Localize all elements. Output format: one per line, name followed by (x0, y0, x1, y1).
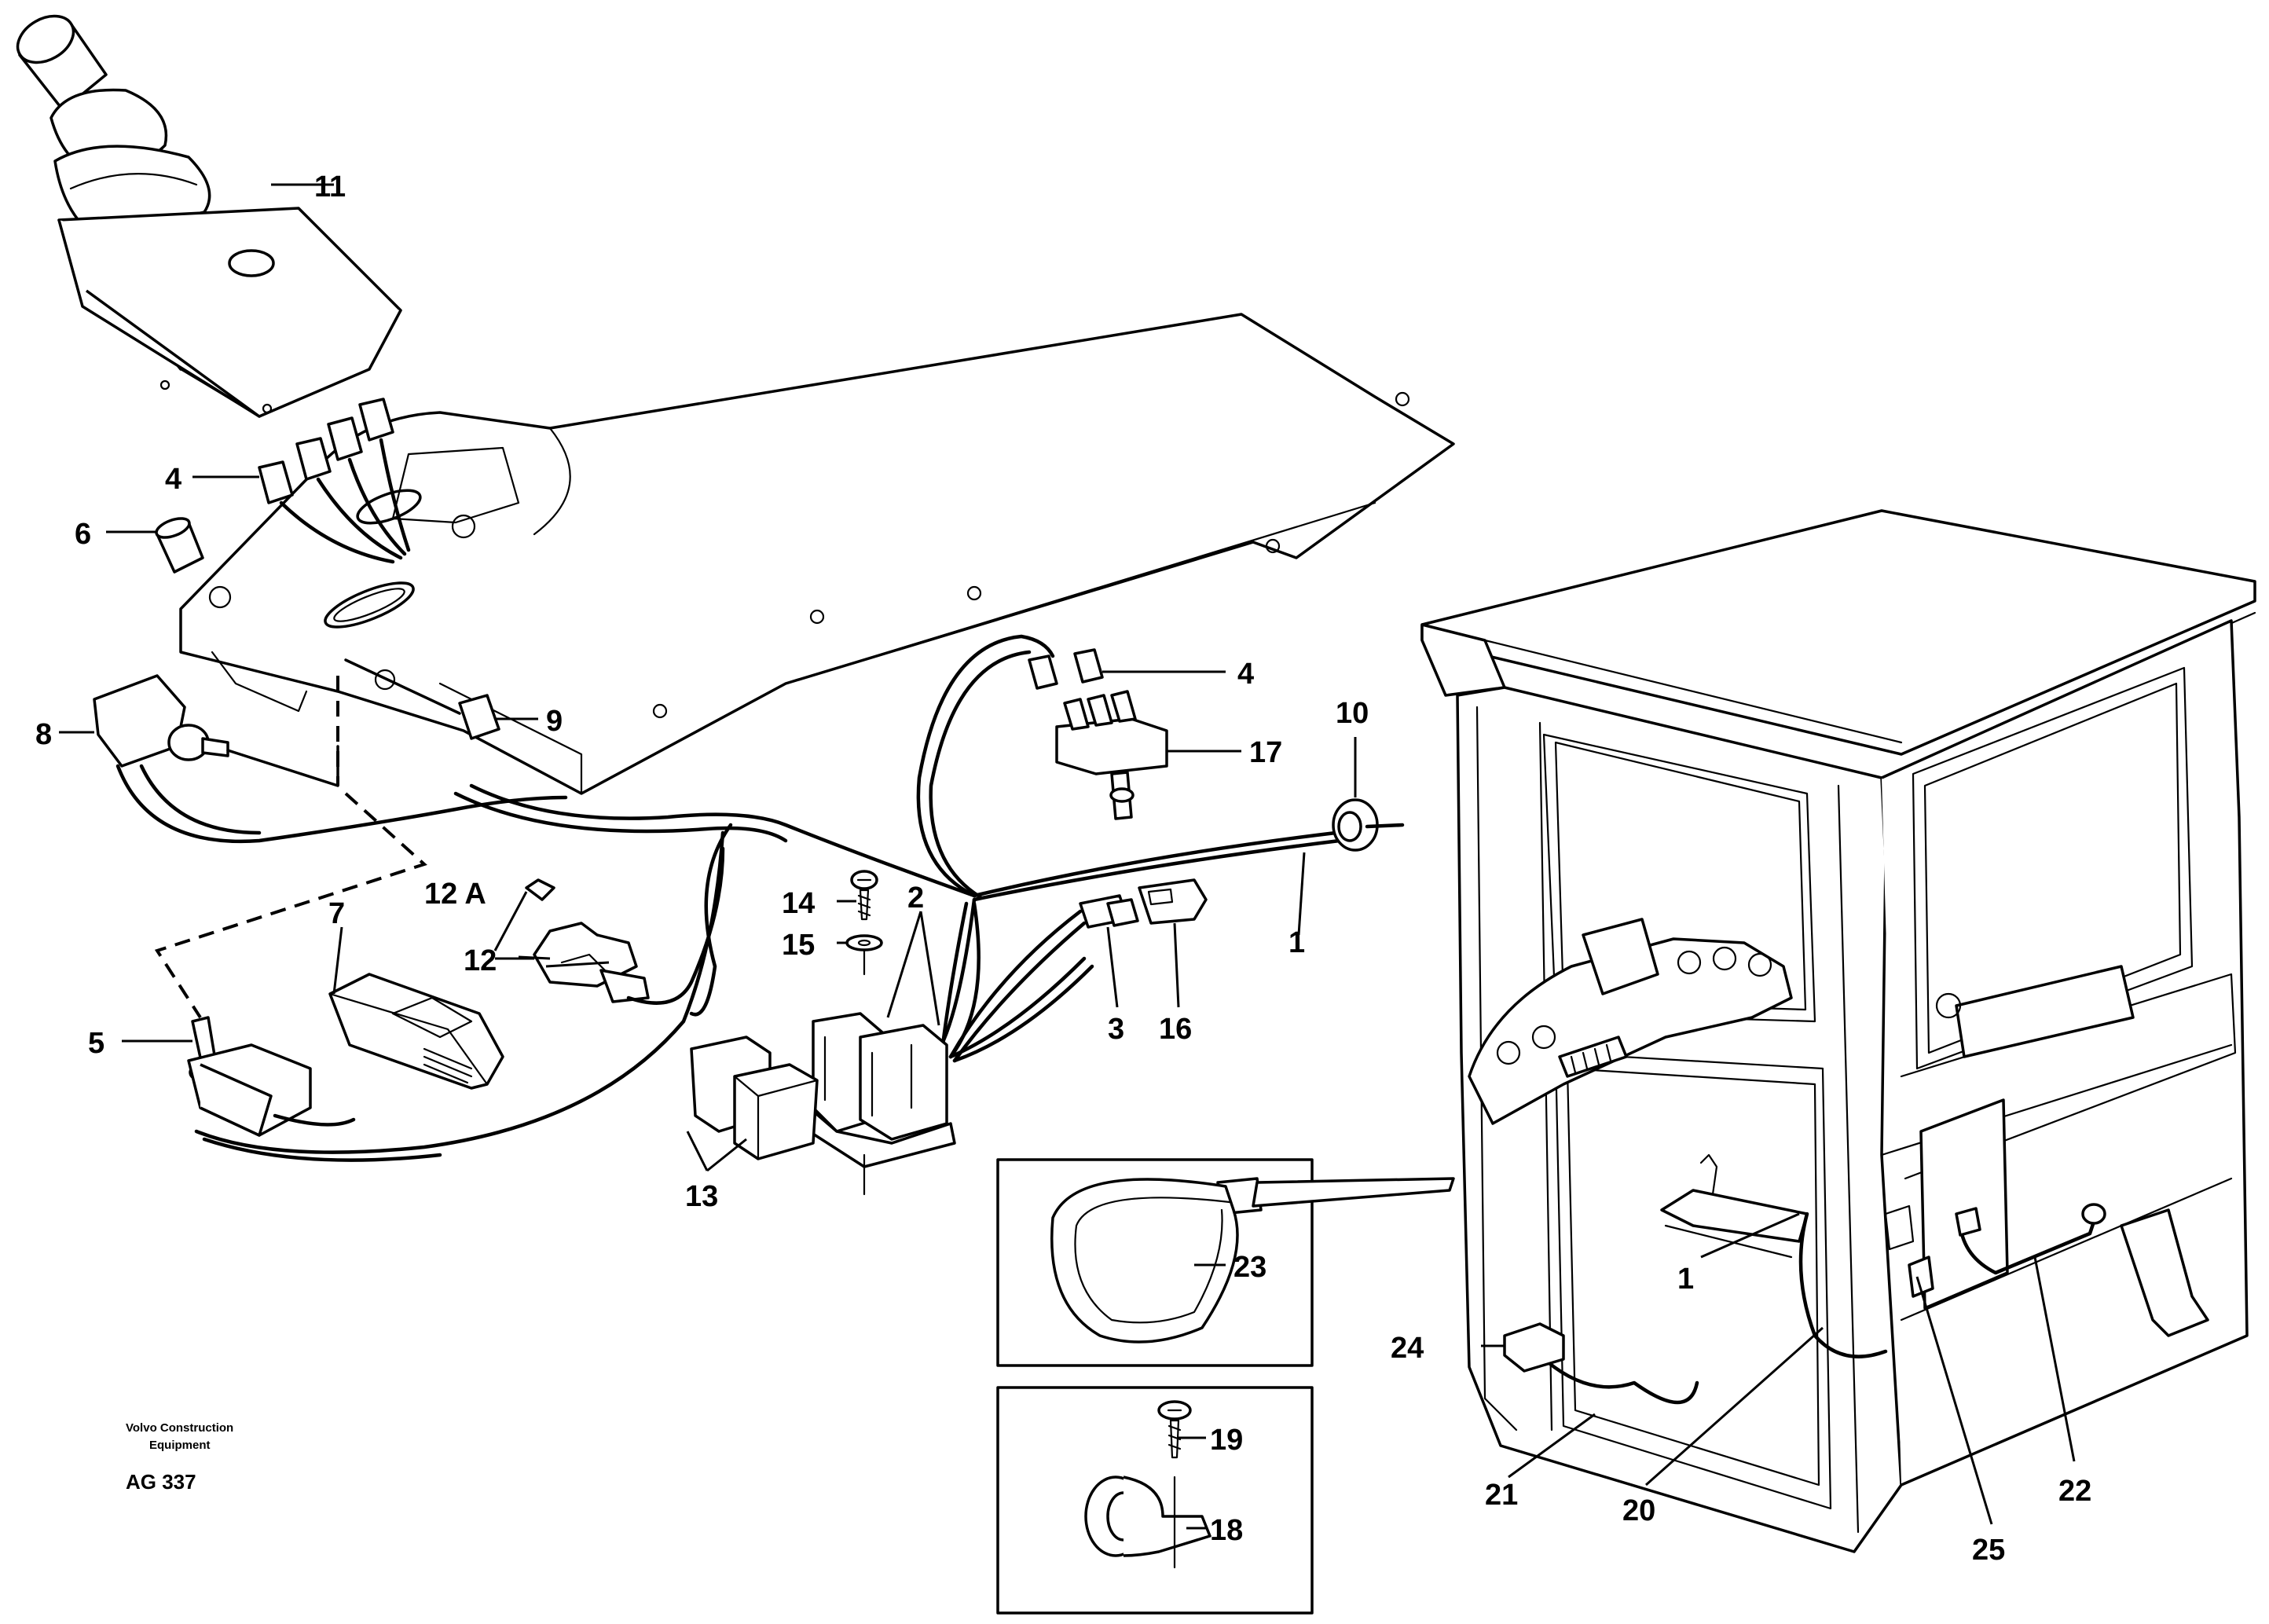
connector-3 (948, 894, 1139, 1063)
connector-group-right (1028, 648, 1226, 690)
credit-line-1: Volvo Construction (126, 1421, 233, 1435)
callout-2: 2 (907, 882, 924, 915)
callout-11: 11 (314, 170, 346, 203)
callout-14: 14 (782, 887, 815, 920)
callout-24: 24 (1391, 1332, 1424, 1365)
module-7 (328, 973, 504, 1090)
callout-15: 15 (782, 929, 815, 962)
washer-15 (845, 934, 883, 976)
relay-holder-2 (808, 1012, 956, 1196)
knob-9 (344, 658, 500, 740)
callout-7: 7 (328, 897, 345, 930)
callout-12a: 12 A (424, 878, 486, 911)
switch-17 (1055, 690, 1168, 820)
callout-1-cabin: 1 (1677, 1263, 1694, 1296)
connector-group-upper (258, 398, 411, 564)
callout-17: 17 (1249, 736, 1282, 769)
callout-18: 18 (1210, 1514, 1243, 1547)
callout-23: 23 (1233, 1251, 1266, 1284)
callout-8: 8 (35, 718, 52, 751)
callout-13: 13 (685, 1180, 718, 1213)
cover-12a (525, 878, 555, 901)
leader-lines (59, 183, 2076, 1530)
callout-9: 9 (546, 705, 563, 738)
callout-4-upper: 4 (165, 463, 181, 496)
inset-cable-tie (996, 1158, 1455, 1367)
relay-13 (690, 1036, 819, 1160)
callout-5: 5 (88, 1027, 104, 1060)
callout-25: 25 (1972, 1534, 2005, 1567)
potentiometer-8 (93, 674, 568, 844)
credit-line-2: Equipment (149, 1439, 211, 1452)
callout-1-harness: 1 (1288, 926, 1305, 959)
rocker-switch-12 (525, 846, 725, 1005)
screw-14 (850, 870, 878, 921)
callout-12: 12 (464, 944, 497, 977)
callout-3: 3 (1108, 1013, 1124, 1046)
callout-20: 20 (1622, 1494, 1655, 1527)
joystick-lever (16, 14, 402, 418)
connector-16 (1138, 878, 1208, 925)
toggle-switch-5 (187, 1016, 356, 1137)
grommet-10 (1332, 798, 1405, 852)
callout-labels: 11 4 6 8 9 4 10 17 12 A 12 7 5 14 15 2 1… (35, 170, 2091, 1567)
callout-21: 21 (1485, 1479, 1518, 1512)
callout-10: 10 (1336, 697, 1369, 730)
guide-line-5b (154, 792, 427, 1019)
knob-6 (155, 517, 204, 574)
credit-block: Volvo Construction Equipment AG 337 (126, 1421, 233, 1494)
callout-19: 19 (1210, 1424, 1243, 1457)
callout-16: 16 (1159, 1013, 1192, 1046)
wiring-harness-main (194, 634, 1342, 1162)
callout-4-right: 4 (1237, 658, 1254, 691)
operator-cabin (1420, 509, 2256, 1553)
callout-22: 22 (2058, 1475, 2091, 1508)
armrest-console (179, 313, 1455, 795)
figure-code: AG 337 (126, 1470, 196, 1494)
inset-clamp (996, 1386, 1314, 1615)
callout-6: 6 (75, 518, 91, 551)
